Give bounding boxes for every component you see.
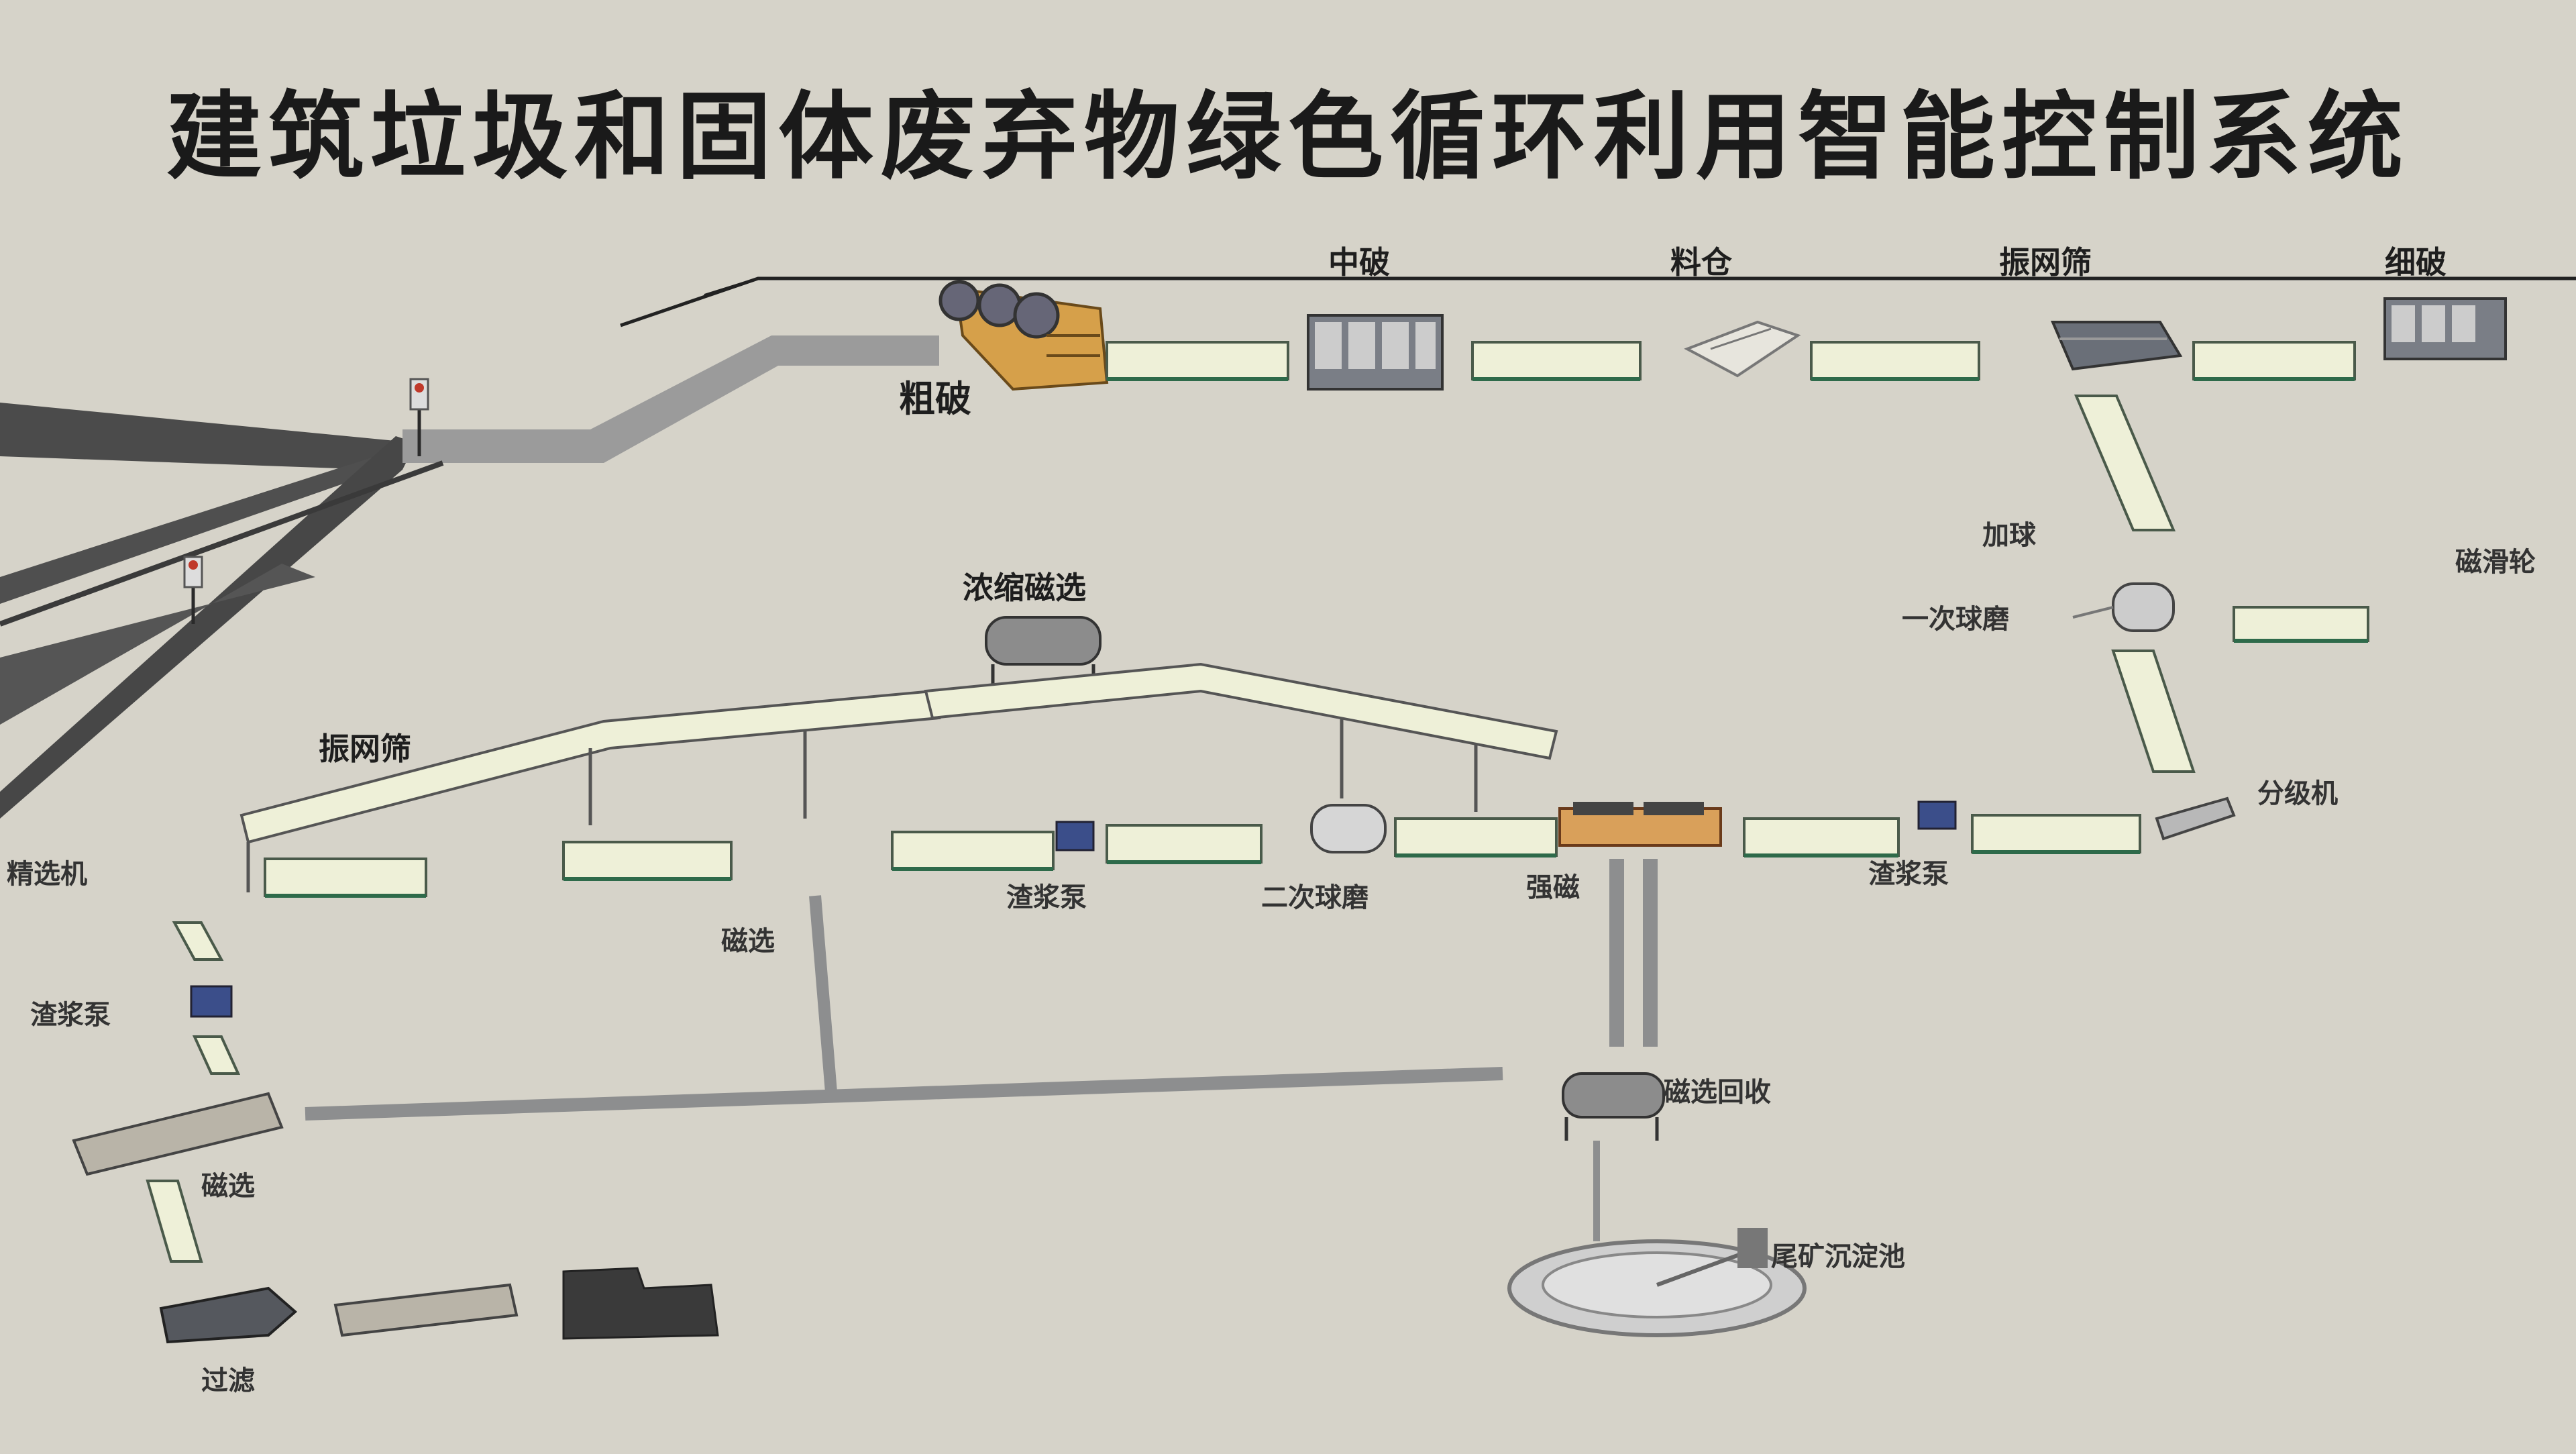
conveyor-belt [1471, 341, 1642, 380]
conveyor-belt [192, 1035, 241, 1075]
magnetic-separator-unit [72, 1092, 284, 1176]
label-strong-magnetic: 强磁 [1526, 872, 1580, 903]
conveyor-belt [2111, 650, 2196, 773]
conveyors [72, 341, 2369, 1337]
conveyor-belt [1971, 814, 2141, 853]
label-magnetic-separation-left: 磁选 [201, 1171, 255, 1202]
building-icon [562, 1267, 719, 1340]
road-edge [704, 277, 759, 297]
road-edge [620, 276, 2576, 327]
conveyor-belt [2192, 341, 2356, 380]
label-add-balls: 加球 [1982, 520, 2036, 551]
classifier-icon [2155, 796, 2236, 841]
label-magnetic-recovery: 磁选回收 [1664, 1077, 1771, 1108]
slurry-pump-icon [1055, 821, 1095, 851]
label-secondary-ball-mill: 二次球磨 [1261, 882, 1368, 913]
road-surface [402, 335, 939, 463]
magnetic-separator-unit [333, 1283, 519, 1337]
label-slurry-pump-right: 渣浆泵 [1868, 859, 1949, 890]
primary-crusher-icon [938, 280, 1109, 391]
label-slurry-pump-mid: 渣浆泵 [1006, 882, 1087, 913]
conveyor-belt [1743, 817, 1900, 857]
label-concentrator: 精选机 [7, 859, 87, 890]
page-title: 建筑垃圾和固体废弃物绿色循环利用智能控制系统 [166, 82, 2410, 193]
label-secondary-crusher: 中破 [1328, 244, 1390, 280]
label-filter: 过滤 [201, 1365, 255, 1396]
road-surface [0, 436, 416, 819]
road-network [0, 276, 2576, 819]
conveyor-belt [1810, 341, 1980, 380]
label-primary-ball-mill: 一次球磨 [1902, 604, 2009, 635]
road-surface [0, 443, 416, 604]
silo-icon [1684, 320, 1801, 378]
conveyor-belt [2074, 395, 2176, 531]
pipes [305, 859, 1658, 1241]
filter-icon [159, 1286, 298, 1344]
label-vibrating-screen-top: 振网筛 [1999, 244, 2092, 280]
label-slurry-pump-left: 渣浆泵 [30, 1000, 111, 1031]
ball-mill-icon [2072, 582, 2175, 632]
conveyor-belt [1106, 341, 1289, 380]
road-edge [0, 460, 444, 627]
slurry-pump-icon [1917, 800, 1957, 830]
tailings-pond-icon [1507, 1228, 1807, 1337]
fine-crusher-icon [2383, 297, 2507, 360]
secondary-crusher-icon [1307, 314, 1444, 391]
conveyor-belt [891, 831, 1055, 870]
conveyor-belt [172, 921, 224, 961]
conveyor-belt [562, 841, 733, 880]
ball-mill-icon [1310, 804, 1387, 853]
label-concentration-magnetic: 浓缩磁选 [963, 570, 1086, 606]
label-silo: 料仓 [1670, 244, 1732, 280]
long-vibrating-screen [239, 662, 1558, 892]
conveyor-belt [1394, 817, 1558, 857]
label-tailings-pond: 尾矿沉淀池 [1771, 1241, 1905, 1272]
conveyor-belt [1106, 824, 1263, 864]
label-magnetic-separation-mid: 磁选 [721, 926, 775, 957]
label-primary-crusher: 粗破 [899, 378, 971, 420]
slurry-pump-icon [190, 985, 233, 1018]
magnetic-recovery-icon [1562, 1072, 1665, 1141]
road-surface [0, 403, 416, 470]
label-fine-crusher: 细破 [2385, 244, 2447, 280]
label-classifier: 分级机 [2257, 778, 2338, 809]
strong-magnetic-separator-icon [1558, 802, 1722, 847]
traffic-light-icon [183, 556, 203, 624]
traffic-light-icon [409, 378, 429, 456]
vibrating-screen-icon [2050, 321, 2183, 371]
road-surface [0, 564, 315, 725]
label-magnetic-pulley: 磁滑轮 [2455, 547, 2536, 578]
conveyor-belt [146, 1180, 203, 1263]
conveyor-belt [2233, 606, 2369, 642]
conveyor-belt [264, 858, 427, 897]
label-vibrating-screen-left: 振网筛 [319, 731, 411, 767]
